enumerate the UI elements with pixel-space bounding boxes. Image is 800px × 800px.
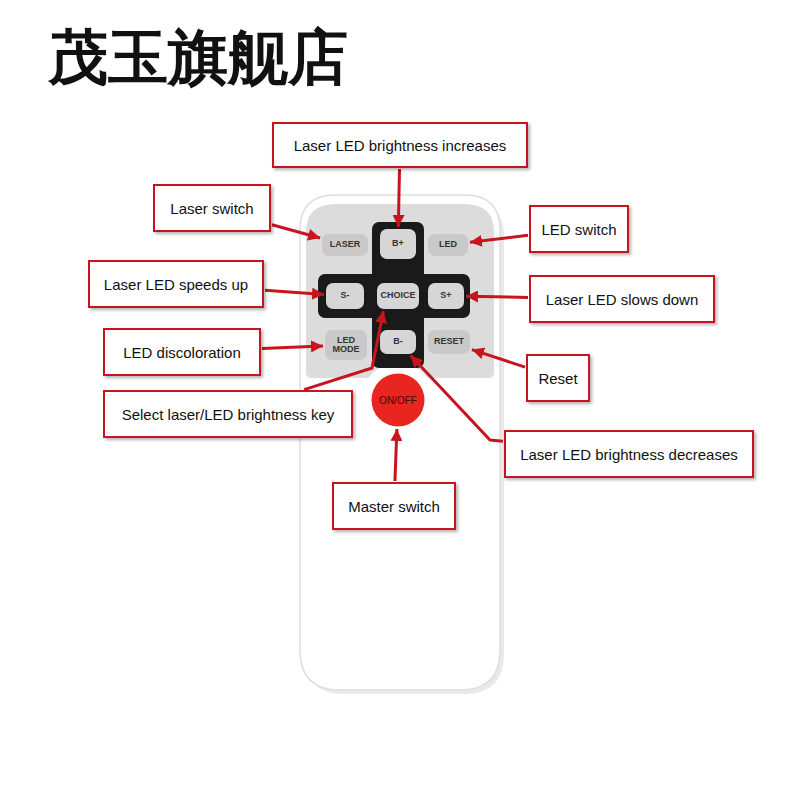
callout-text: Laser LED speeds up xyxy=(104,276,248,293)
callout-text: Select laser/LED brightness key xyxy=(122,406,335,423)
leader-arrow xyxy=(304,311,383,390)
button-label: S- xyxy=(341,291,350,300)
leader-arrow xyxy=(470,235,528,242)
leader-arrow xyxy=(395,429,397,481)
power-ring xyxy=(361,363,435,437)
button-label: B- xyxy=(393,337,403,346)
button-label: ON/OFF xyxy=(379,395,417,406)
callout-box: Select laser/LED brightness key xyxy=(103,390,353,438)
remote-button: LASER xyxy=(322,234,368,256)
callout-box: Laser LED slows down xyxy=(529,275,715,323)
button-label: LED xyxy=(439,240,457,249)
callout-box: Master switch xyxy=(332,482,456,530)
leader-arrow xyxy=(411,355,503,441)
callout-text: Laser switch xyxy=(170,200,253,217)
remote-button: B- xyxy=(380,330,416,354)
callout-box: Laser LED brightness decreases xyxy=(504,430,754,478)
remote-button: CHOICE xyxy=(377,283,419,309)
callout-text: LED discoloration xyxy=(123,344,241,361)
callout-box: Laser switch xyxy=(153,184,271,232)
callout-text: Laser LED brightness decreases xyxy=(520,446,738,463)
callout-text: LED switch xyxy=(541,221,616,238)
remote-body xyxy=(300,195,500,690)
remote-button: S+ xyxy=(428,283,464,309)
leader-arrow xyxy=(398,169,399,227)
callout-box: Laser LED speeds up xyxy=(88,260,264,308)
callout-text: Laser LED brightness increases xyxy=(294,137,507,154)
callout-box: Reset xyxy=(526,354,590,402)
leader-arrow xyxy=(262,346,323,349)
power-button-circle xyxy=(372,374,425,427)
leader-arrow xyxy=(265,290,324,294)
leader-arrow xyxy=(472,350,525,368)
leader-arrow xyxy=(272,225,320,238)
dpad-horizontal xyxy=(318,274,470,318)
power-button: ON/OFF xyxy=(371,373,425,427)
button-label: RESET xyxy=(434,337,464,346)
leader-arrow xyxy=(466,296,528,297)
callout-box: LED switch xyxy=(529,205,629,253)
callout-box: LED discoloration xyxy=(103,328,261,376)
callout-text: Laser LED slows down xyxy=(546,291,699,308)
dpad-vertical xyxy=(372,222,424,368)
button-label: LED MODE xyxy=(327,336,365,355)
button-label: B+ xyxy=(392,239,404,248)
button-label: LASER xyxy=(330,240,361,249)
shop-title: 茂玉旗舰店 xyxy=(48,18,348,99)
callout-box: Laser LED brightness increases xyxy=(272,122,528,168)
callout-text: Reset xyxy=(538,370,577,387)
button-label: CHOICE xyxy=(380,291,415,300)
button-label: S+ xyxy=(440,291,451,300)
remote-button: B+ xyxy=(380,229,416,259)
button-panel xyxy=(306,204,494,378)
remote-button: LED MODE xyxy=(325,330,367,360)
remote-button: S- xyxy=(326,283,364,309)
callout-text: Master switch xyxy=(348,498,440,515)
remote-button: LED xyxy=(428,234,468,256)
remote-button: RESET xyxy=(428,330,470,354)
